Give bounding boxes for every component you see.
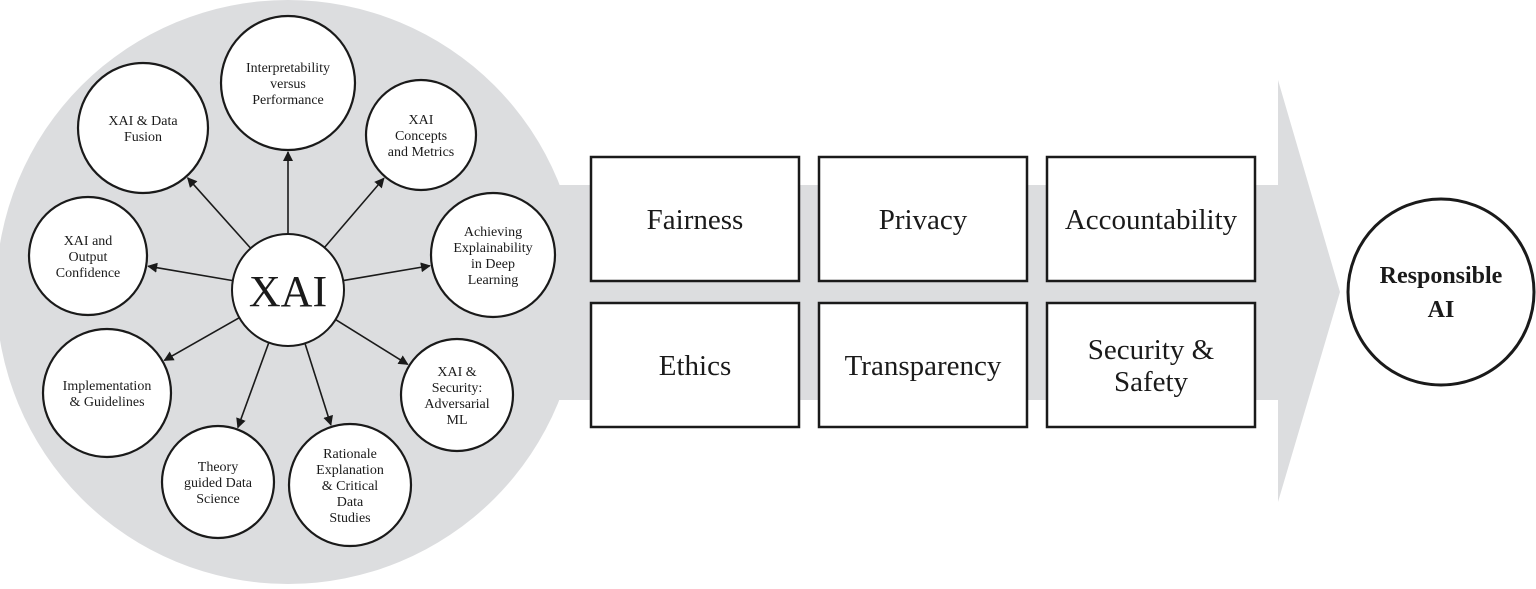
principle-box-security-safety: Security &Safety <box>1045 301 1257 429</box>
topic-label-impl: Implementation <box>63 379 152 394</box>
topic-label-deep: in Deep <box>471 257 515 272</box>
topic-label-interp: Interpretability <box>246 61 330 76</box>
principle-rect-accountability <box>1045 155 1257 283</box>
principle-label-accountability: Accountability <box>1065 204 1238 236</box>
topic-label-confidence: Output <box>69 250 108 265</box>
spoke-arrow-rationale <box>304 343 333 426</box>
topic-circle-fusion <box>76 61 210 195</box>
xai-hub-label: XAI <box>249 267 327 316</box>
flow-arrow <box>520 80 1340 502</box>
topic-label-security: XAI & <box>437 365 476 380</box>
principle-rect-transparency <box>817 301 1029 429</box>
topic-label-concepts: XAI <box>409 113 434 128</box>
topic-label-concepts: and Metrics <box>388 145 454 160</box>
principle-box-accountability: Accountability <box>1045 155 1257 283</box>
principle-rect-security-safety <box>1045 301 1257 429</box>
topic-label-deep: Learning <box>468 273 519 288</box>
topic-label-impl: & Guidelines <box>69 395 144 410</box>
principle-rect-privacy <box>817 155 1029 283</box>
topic-label-security: Adversarial <box>424 397 489 412</box>
topic-label-interp: versus <box>270 77 306 92</box>
topic-circle-confidence <box>27 195 149 317</box>
topic-label-rationale: Studies <box>329 511 370 526</box>
spoke-arrow-theory <box>236 342 270 429</box>
spoke-arrow-confidence <box>147 262 233 282</box>
responsible-ai-circle <box>1346 197 1536 387</box>
topic-label-deep: Explainability <box>453 241 532 256</box>
topic-label-theory: Theory <box>198 460 238 475</box>
spoke-arrow-concepts <box>323 177 385 249</box>
spokes-group <box>147 151 431 429</box>
xai-hub-circle <box>231 233 345 347</box>
topic-label-security: ML <box>447 413 468 428</box>
xai-hub: XAI <box>231 233 345 347</box>
topic-circle-interp <box>219 14 357 152</box>
topic-circle-deep <box>429 191 557 319</box>
topic-nodes-group: InterpretabilityversusPerformanceXAIConc… <box>27 14 557 548</box>
topic-label-rationale: Explanation <box>316 463 384 478</box>
principle-label-security-safety: Security & <box>1088 334 1215 366</box>
topic-label-fusion: XAI & Data <box>108 114 178 129</box>
principle-label-transparency: Transparency <box>845 350 1002 382</box>
topic-label-rationale: Rationale <box>323 447 377 462</box>
topic-label-rationale: & Critical <box>322 479 378 494</box>
principle-rect-fairness <box>589 155 801 283</box>
topic-label-rationale: Data <box>337 495 364 510</box>
principle-rect-ethics <box>589 301 801 429</box>
spoke-arrow-deep <box>343 262 431 282</box>
spoke-arrow-security <box>335 318 409 366</box>
topic-circle-theory <box>160 424 276 540</box>
topic-circle-rationale <box>287 422 413 548</box>
principle-label-fairness: Fairness <box>647 204 744 236</box>
topic-label-fusion: Fusion <box>124 130 162 145</box>
topic-label-theory: Science <box>196 492 240 507</box>
principle-box-transparency: Transparency <box>817 301 1029 429</box>
responsible-ai-label-line: Responsible <box>1380 263 1503 289</box>
topic-circle-impl <box>41 327 173 459</box>
topic-label-theory: guided Data <box>184 476 253 491</box>
responsible-ai-label-line: AI <box>1428 297 1455 323</box>
topic-label-security: Security: <box>432 381 483 396</box>
topic-node-impl: Implementation& Guidelines <box>41 327 173 459</box>
topic-label-interp: Performance <box>252 93 324 108</box>
topic-circle-concepts <box>364 78 478 192</box>
topic-label-confidence: Confidence <box>56 266 121 281</box>
topic-label-deep: Achieving <box>464 225 522 240</box>
topic-circle-security <box>399 337 515 453</box>
principle-box-ethics: Ethics <box>589 301 801 429</box>
principle-label-privacy: Privacy <box>879 204 968 236</box>
principle-box-fairness: Fairness <box>589 155 801 283</box>
topic-label-concepts: Concepts <box>395 129 447 144</box>
spoke-arrow-fusion <box>187 177 252 249</box>
topic-label-confidence: XAI and <box>64 234 113 249</box>
spoke-arrow-impl <box>163 317 240 362</box>
principle-label-security-safety: Safety <box>1114 366 1189 398</box>
principle-label-ethics: Ethics <box>659 350 732 382</box>
principle-box-privacy: Privacy <box>817 155 1029 283</box>
